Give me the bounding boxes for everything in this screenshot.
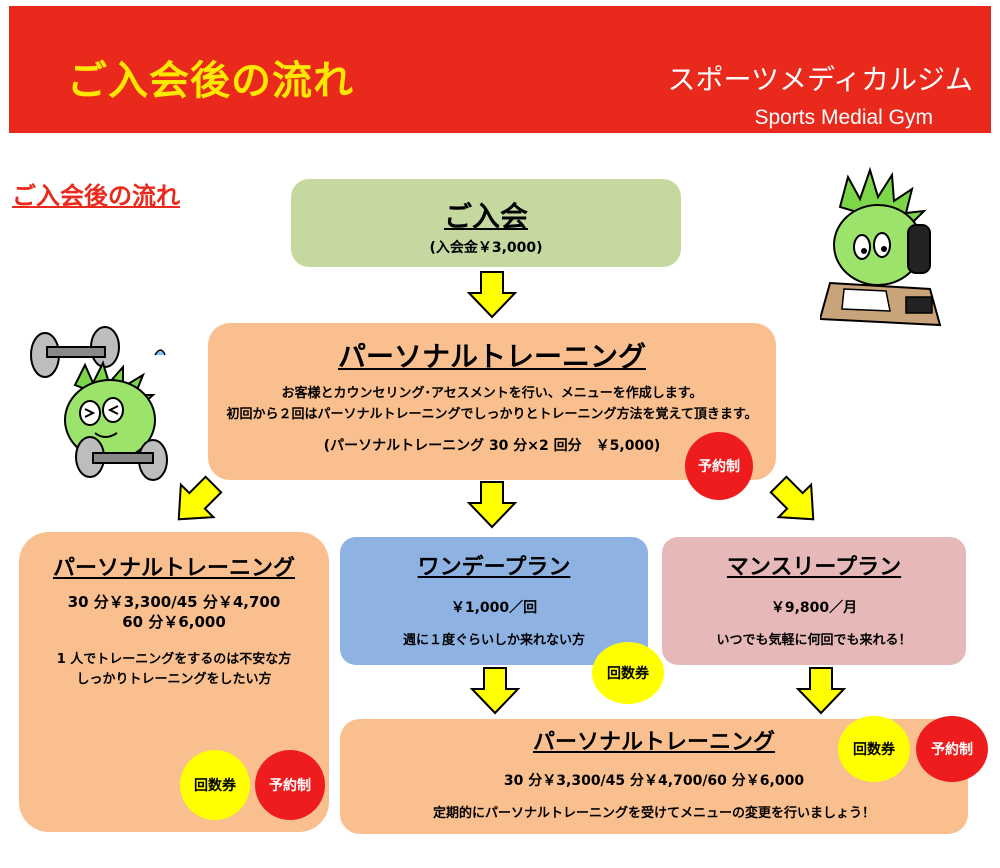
personal-intro-box: パーソナルトレーニング お客様とカウンセリング･アセスメントを行い、メニューを作…	[208, 323, 776, 480]
down-arrow-icon	[467, 481, 517, 529]
personal-intro-desc: お客様とカウンセリング･アセスメントを行い、メニューを作成します。 初回から２回…	[208, 383, 776, 425]
mascot-phone-illustration	[820, 166, 942, 327]
reservation-badge: 予約制	[916, 716, 988, 782]
personal-plan-desc: 1 人でトレーニングをするのは不安な方 しっかりトレーニングをしたい方	[19, 650, 329, 690]
oneday-plan-box: ワンデープラン ￥1,000／回 週に１度ぐらいしか来れない方	[340, 537, 648, 665]
join-fee: (入会金￥3,000)	[429, 240, 543, 256]
oneday-plan-price: ￥1,000／回	[450, 600, 538, 616]
personal-intro-title: パーソナルトレーニング	[337, 340, 646, 373]
gym-name-jp: スポーツメディカルジム	[667, 63, 973, 96]
down-arrow-icon	[796, 667, 846, 715]
gym-name-en: Sports Medial Gym	[754, 106, 933, 129]
ticket-badge: 回数券	[592, 642, 664, 704]
monthly-plan-price: ￥9,800／月	[770, 600, 858, 616]
down-arrow-icon	[470, 667, 520, 715]
reservation-badge: 予約制	[685, 432, 753, 500]
personal-plan-desc-line1: 1 人でトレーニングをするのは不安な方	[56, 652, 292, 667]
ticket-badge: 回数券	[838, 716, 910, 782]
personal-plan-price: 30 分￥3,300/45 分￥4,700 60 分￥6,000	[19, 592, 329, 632]
personal-plan-title: パーソナルトレーニング	[52, 556, 295, 581]
personal-intro-price: (パーソナルトレーニング 30 分×2 回分 ￥5,000)	[323, 438, 661, 454]
banner-title: ご入会後の流れ	[67, 58, 354, 104]
reservation-badge: 予約制	[255, 750, 325, 820]
mascot-weights-illustration	[30, 326, 168, 481]
monthly-plan-title: マンスリープラン	[726, 555, 902, 580]
ticket-badge: 回数券	[180, 750, 250, 820]
monthly-plan-box: マンスリープラン ￥9,800／月 いつでも気軽に何回でも来れる！	[662, 537, 966, 665]
monthly-plan-desc: いつでも気軽に何回でも来れる！	[716, 633, 912, 648]
personal-plan-price-line1: 30 分￥3,300/45 分￥4,700	[67, 593, 281, 611]
down-left-arrow-icon	[177, 475, 223, 521]
join-title: ご入会	[443, 200, 528, 233]
header-banner: ご入会後の流れ スポーツメディカルジム Sports Medial Gym	[9, 6, 991, 133]
personal-intro-desc-line2: 初回から２回はパーソナルトレーニングでしっかりとトレーニング方法を覚えて頂きます…	[226, 407, 758, 422]
section-heading: ご入会後の流れ	[12, 182, 180, 210]
personal-intro-desc-line1: お客様とカウンセリング･アセスメントを行い、メニューを作成します。	[281, 386, 703, 401]
down-arrow-icon	[467, 271, 517, 319]
personal-followup-desc: 定期的にパーソナルトレーニングを受けてメニューの変更を行いましょう！	[432, 806, 875, 821]
personal-plan-desc-line2: しっかりトレーニングをしたい方	[76, 672, 272, 687]
oneday-plan-desc: 週に１度ぐらいしか来れない方	[402, 633, 585, 648]
personal-followup-title: パーソナルトレーニング	[532, 730, 775, 755]
oneday-plan-title: ワンデープラン	[417, 555, 571, 580]
personal-plan-price-line2: 60 分￥6,000	[122, 613, 226, 631]
join-box: ご入会 (入会金￥3,000)	[291, 179, 681, 267]
personal-followup-price: 30 分￥3,300/45 分￥4,700/60 分￥6,000	[503, 773, 805, 789]
down-right-arrow-icon	[769, 475, 815, 521]
